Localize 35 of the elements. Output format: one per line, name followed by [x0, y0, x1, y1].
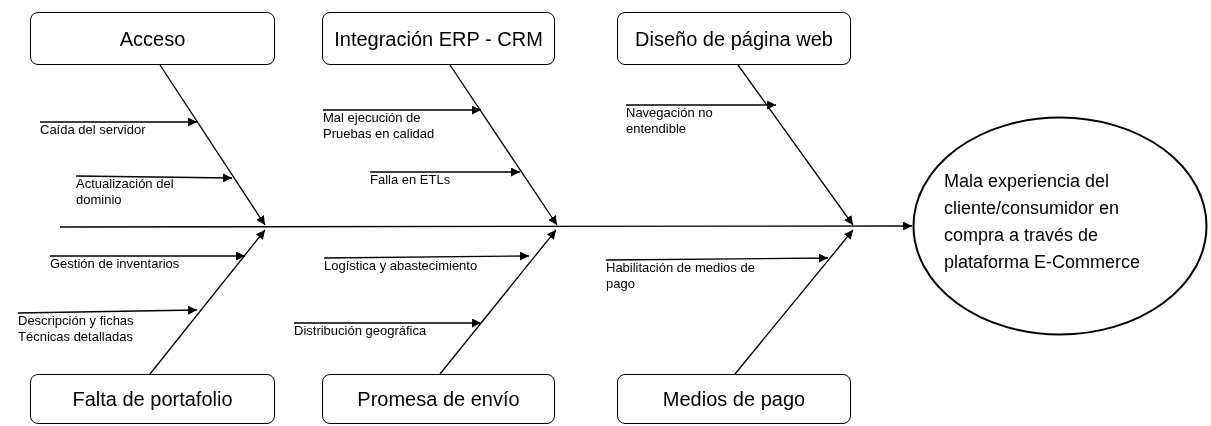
leader-arrow	[322, 105, 482, 115]
cause-label: Actualización del dominio	[76, 176, 206, 208]
leader-arrow	[625, 100, 777, 110]
cause-label: Distribución geográfica	[294, 323, 427, 339]
cause-label: Mal ejecución de Pruebas en calidad	[323, 110, 453, 142]
cause-label: Gestión de inventarios	[50, 256, 180, 272]
category-box: Acceso	[30, 12, 275, 65]
leader-arrow	[49, 251, 246, 261]
effect-ellipse	[912, 116, 1208, 336]
spine-arrow	[59, 221, 913, 231]
leader-arrow	[605, 253, 829, 263]
cause-label: Descripción y fichas Técnicas detalladas	[18, 313, 163, 345]
branch-arrow	[439, 229, 557, 375]
cause-label: Falla en ETLs	[370, 172, 451, 188]
effect-text: Mala experiencia del cliente/consumidor en compra a través de plataforma E-Commerce	[944, 170, 1142, 274]
leader-arrow	[75, 173, 233, 183]
leader-arrow	[323, 251, 530, 261]
cause-label: Logística y abastecimiento	[324, 258, 478, 274]
branch-arrow	[734, 229, 854, 375]
category-box: Integración ERP - CRM	[322, 12, 555, 65]
cause-label: Habilitación de medios de pago	[606, 260, 781, 292]
branch-arrow	[159, 64, 266, 226]
category-box: Diseño de página web	[617, 12, 851, 65]
branch-arrow	[737, 64, 854, 226]
leader-arrow	[293, 318, 482, 328]
leader-arrow	[17, 305, 198, 315]
branch-arrow	[149, 229, 266, 375]
leader-arrow	[39, 117, 198, 127]
category-box: Falta de portafolio	[30, 374, 275, 424]
category-box: Medios de pago	[617, 374, 851, 424]
leader-arrow	[369, 167, 521, 177]
cause-label: Caída del servidor	[40, 122, 146, 138]
cause-label: Navegación no entendible	[626, 105, 731, 137]
branch-arrow	[449, 64, 558, 226]
category-box: Promesa de envío	[322, 374, 555, 424]
